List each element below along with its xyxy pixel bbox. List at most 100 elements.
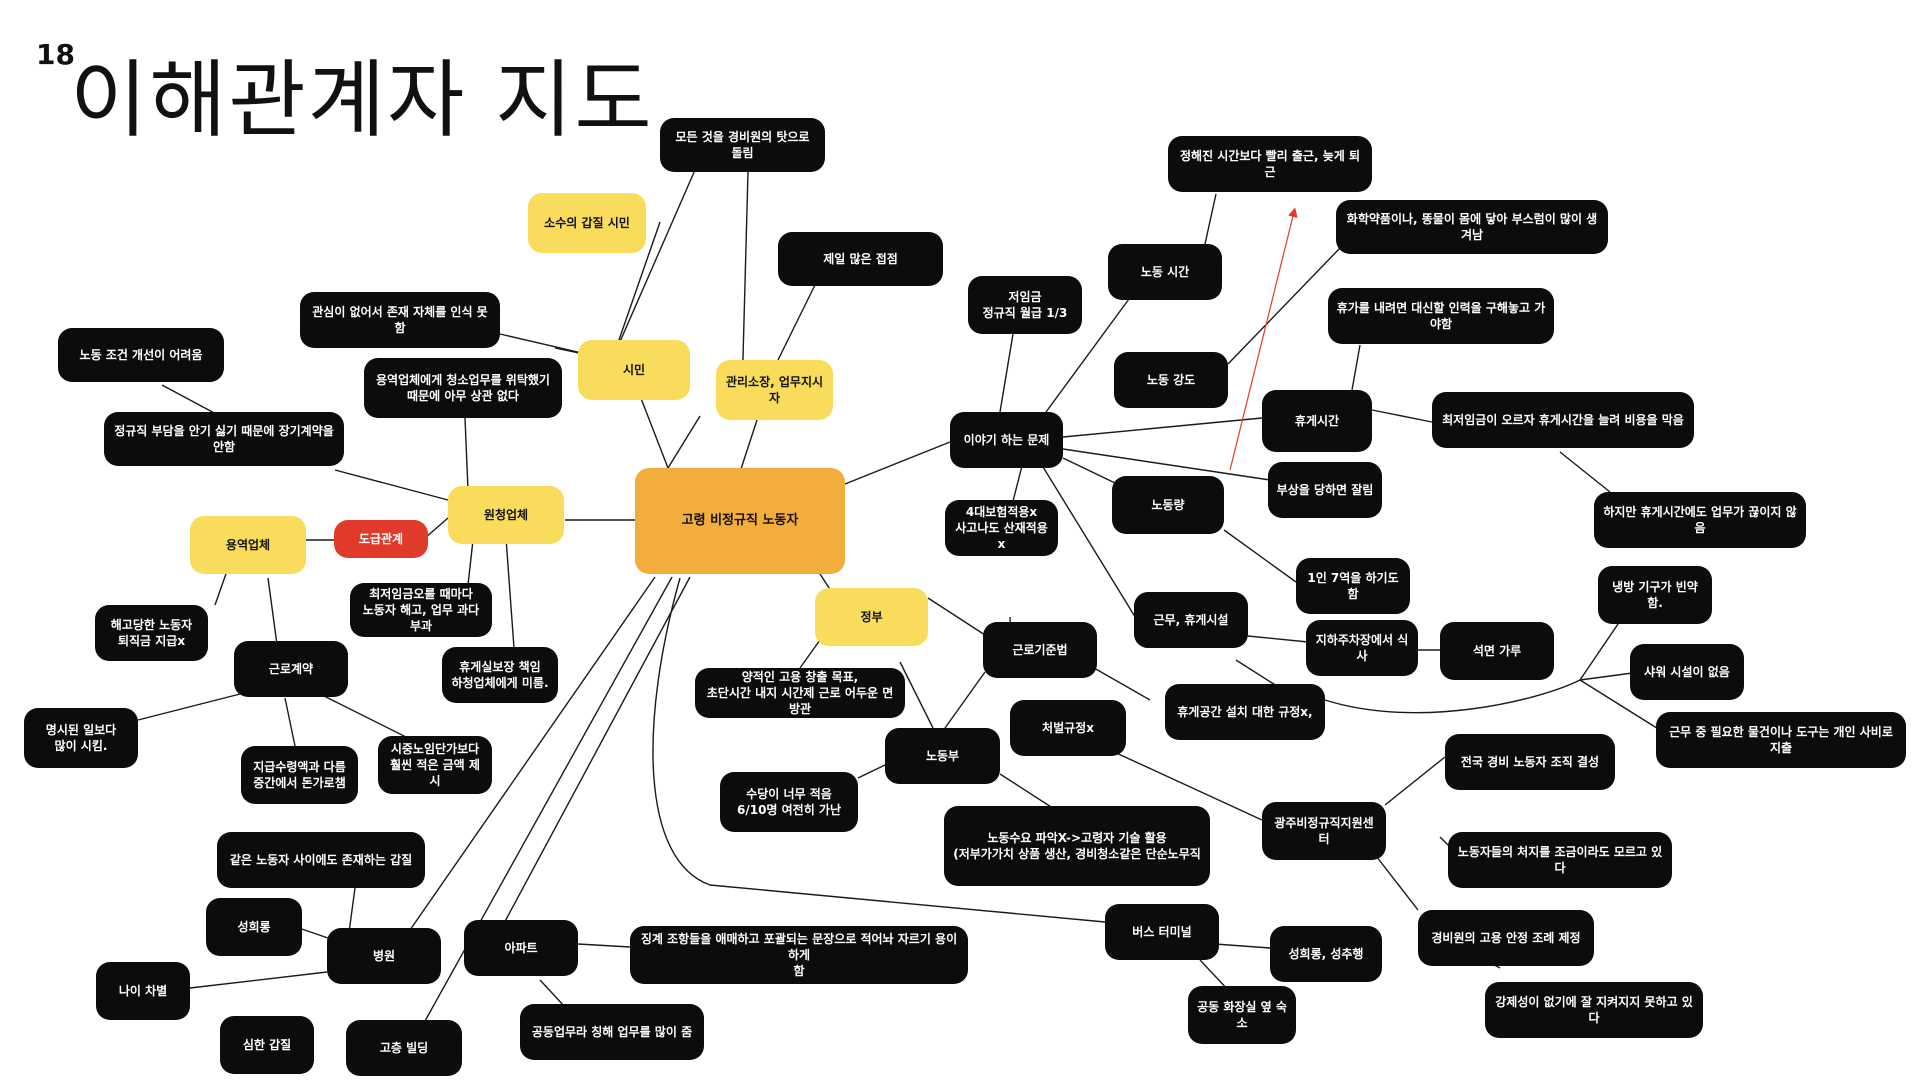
node-more-work[interactable]: 명시된 일보다 많이 시킴. — [24, 708, 138, 768]
connector-line — [1559, 451, 1611, 493]
connector-line — [464, 417, 469, 491]
node-prime-contractor[interactable]: 원청업체 — [448, 486, 564, 544]
connector-line — [1579, 679, 1661, 731]
connector-line — [334, 469, 449, 501]
node-seonghee[interactable]: 성희롱, 성추행 — [1270, 926, 1382, 982]
node-ordinance[interactable]: 경비원의 고용 안정 조례 제정 — [1418, 910, 1594, 966]
node-min-wage-fire[interactable]: 최저임금오를 때마다 노동자 해고, 업무 과다 부과 — [350, 583, 492, 637]
node-gwangju-center[interactable]: 광주비정규직지원센터 — [1262, 802, 1386, 860]
node-manager[interactable]: 관리소장, 업무지시자 — [716, 360, 833, 420]
node-low-wage[interactable]: 저임금 정규직 월급 1/3 — [968, 276, 1082, 334]
node-discipline[interactable]: 징계 조항들을 애매하고 포괄되는 문장으로 적어놔 자르기 용이하게 함 — [630, 926, 968, 984]
node-hard-improve[interactable]: 노동 조건 개선이 어려움 — [58, 328, 224, 382]
connector-line — [652, 577, 1106, 923]
node-early-late[interactable]: 정해진 시간보다 빨리 출근, 늦게 퇴근 — [1168, 136, 1372, 192]
node-job-goal[interactable]: 양적인 고용 창출 목표, 초단시간 내지 시간제 근로 어두운 면 방관 — [695, 668, 905, 718]
connector-line — [857, 764, 886, 779]
node-intensity[interactable]: 노동 강도 — [1114, 352, 1228, 408]
red-arrow — [1229, 207, 1298, 471]
node-age-discrim[interactable]: 나이 차별 — [96, 962, 190, 1020]
connector-line — [409, 576, 656, 931]
node-fired-no-severance[interactable]: 해고당한 노동자 퇴직금 지급x — [95, 605, 208, 661]
node-not-enforced[interactable]: 강제성이 없기에 잘 지켜지지 못하고 있다 — [1485, 982, 1703, 1038]
connector-line — [844, 441, 951, 485]
connector-line — [1371, 409, 1433, 423]
node-service-company[interactable]: 용역업체 — [190, 516, 306, 574]
node-rest-work[interactable]: 하지만 휴게시간에도 업무가 끊이지 않음 — [1594, 492, 1806, 548]
node-hospital[interactable]: 병원 — [327, 928, 441, 984]
connector-line — [611, 221, 661, 361]
connector-line — [739, 419, 758, 473]
node-no-penalty[interactable]: 처벌규정x — [1010, 700, 1126, 756]
node-center[interactable]: 고령 비정규직 노동자 — [635, 468, 845, 574]
node-rest-rule[interactable]: 휴게공간 설치 대한 규정x, — [1165, 684, 1325, 740]
node-blame-guard[interactable]: 모든 것을 경비원의 탓으로 돌림 — [660, 118, 825, 172]
node-cooling[interactable]: 냉방 기구가 빈약함. — [1598, 566, 1712, 624]
node-low-pay[interactable]: 시중노임단가보다 훨씬 적은 금액 제시 — [378, 736, 492, 794]
node-low-allowance[interactable]: 수당이 너무 적음 6/10명 여전히 가난 — [720, 772, 858, 832]
node-high-rise[interactable]: 고층 빌딩 — [346, 1020, 462, 1076]
connector-line — [1223, 529, 1297, 583]
node-one-seven[interactable]: 1인 7역을 하기도 함 — [1296, 558, 1410, 614]
node-toilet-room[interactable]: 공동 화장실 옆 숙소 — [1188, 986, 1296, 1044]
connector-line — [419, 576, 673, 1031]
node-government[interactable]: 정부 — [815, 588, 928, 646]
node-injury-fired[interactable]: 부상을 당하면 잘림 — [1268, 462, 1382, 518]
connector-line — [1227, 247, 1341, 365]
node-unaware[interactable]: 관심이 없어서 존재 자체를 인식 못함 — [300, 292, 500, 348]
node-workload[interactable]: 노동량 — [1112, 476, 1224, 534]
node-union[interactable]: 전국 경비 노동자 조직 결성 — [1445, 734, 1615, 790]
node-issues[interactable]: 이야기 하는 문제 — [950, 412, 1063, 468]
node-common-work[interactable]: 공동업무라 칭해 업무를 많이 줌 — [520, 1004, 704, 1060]
node-outsourced-no-concern[interactable]: 용역업체에게 청소업무를 위탁했기 때문에 아무 상관 없다 — [364, 358, 562, 418]
page-title: 이해관계자 지도 — [70, 51, 654, 149]
connector-line — [1247, 635, 1309, 643]
connector-line — [161, 384, 219, 416]
node-bus-terminal[interactable]: 버스 터미널 — [1105, 904, 1219, 960]
node-severe-gapjil[interactable]: 심한 갑질 — [220, 1016, 314, 1074]
node-apartment[interactable]: 아파트 — [464, 920, 578, 976]
connector-line — [505, 537, 515, 649]
node-insurance[interactable]: 4대보험적용x 사고나도 산재적용x — [945, 500, 1058, 556]
connector-line — [741, 171, 749, 396]
node-subcontract-relation[interactable]: 도급관계 — [334, 520, 428, 558]
connector-line — [467, 539, 474, 586]
connector-line — [927, 597, 986, 636]
node-leave-pay[interactable]: 휴게실보장 책임 하청업체에게 미룸. — [442, 647, 558, 703]
connector-line — [319, 693, 421, 745]
connector-line — [577, 943, 631, 948]
node-rest-replace[interactable]: 휴가를 내려면 대신할 인력을 구해놓고 가야함 — [1328, 288, 1554, 344]
node-citizen[interactable]: 시민 — [578, 340, 690, 400]
connector-line — [267, 577, 279, 653]
connector-line — [1062, 457, 1116, 484]
node-labor-contract[interactable]: 근로계약 — [234, 641, 348, 697]
node-labor-law[interactable]: 근로기준법 — [983, 622, 1097, 678]
connector-line — [777, 284, 816, 361]
node-underground[interactable]: 지하주차장에서 식사 — [1306, 620, 1418, 676]
node-unaware-workers[interactable]: 노동자들의 처지를 조금이라도 모르고 있다 — [1448, 832, 1672, 888]
node-most-contact[interactable]: 제일 많은 접점 — [778, 232, 943, 286]
connector-line — [1439, 836, 1449, 846]
connector-line — [1384, 756, 1446, 806]
node-rest-time[interactable]: 휴게시간 — [1262, 390, 1372, 452]
node-facility[interactable]: 근무, 휴게시설 — [1134, 592, 1248, 648]
node-work-time[interactable]: 노동 시간 — [1108, 244, 1222, 300]
node-own-expense[interactable]: 근무 중 필요한 물건이나 도구는 개인 사비로 지출 — [1656, 712, 1906, 768]
page-number: 18 — [36, 38, 75, 71]
node-no-shower[interactable]: 샤워 시설이 없음 — [1630, 644, 1744, 700]
connector-line — [1039, 461, 1138, 621]
node-asbestos[interactable]: 석면 가루 — [1440, 622, 1554, 680]
node-chemicals[interactable]: 화학약품이나, 똥물이 몸에 닿아 부스럼이 많이 생겨남 — [1336, 200, 1608, 254]
connector-line — [424, 517, 449, 539]
node-demand-tech[interactable]: 노동수요 파악X->고령자 기술 활용 (저부가가치 상품 생산, 경비청소같은… — [944, 806, 1210, 886]
node-short-contract[interactable]: 정규직 부담을 안기 싫기 때문에 장기계약을 안함 — [104, 412, 344, 466]
node-gapjil-workers[interactable]: 같은 노동자 사이에도 존재하는 갑질 — [217, 832, 425, 888]
node-labor-ministry[interactable]: 노동부 — [885, 728, 1000, 784]
node-min-wage-rest[interactable]: 최저임금이 오르자 휴게시간을 늘려 비용을 막음 — [1432, 392, 1694, 448]
connector-line — [1062, 417, 1263, 438]
node-sexual-harass[interactable]: 성희롱 — [206, 898, 302, 956]
node-middle-margin[interactable]: 지급수령액과 다름 중간에서 돈가로챔 — [241, 746, 358, 804]
connector-line — [189, 971, 328, 989]
node-few-citizen[interactable]: 소수의 갑질 시민 — [528, 193, 646, 253]
connector-line — [1235, 659, 1281, 689]
